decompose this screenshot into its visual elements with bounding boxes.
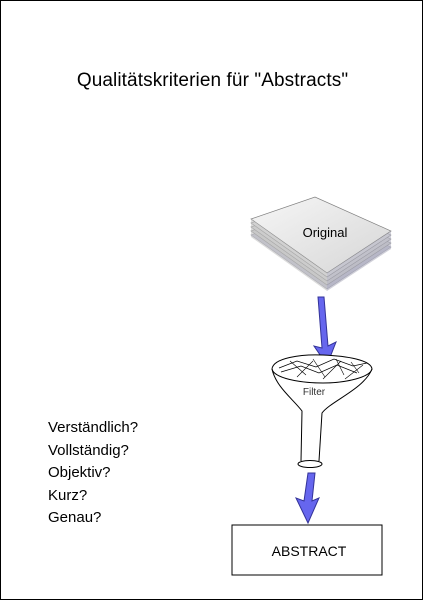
filter-funnel-icon: Filter bbox=[271, 354, 373, 468]
criteria-list: Verständlich? Vollständig? Objektiv? Kur… bbox=[48, 417, 138, 530]
criterion-item: Kurz? bbox=[48, 486, 88, 504]
abstract-label: ABSTRACT bbox=[272, 543, 347, 559]
criterion-item: Verständlich? bbox=[48, 419, 139, 436]
original-document-icon: Original bbox=[250, 196, 392, 291]
criterion-item: Genau? bbox=[48, 509, 102, 526]
original-label: Original bbox=[303, 225, 348, 240]
arrow-down-icon bbox=[312, 296, 337, 367]
arrow-down-icon bbox=[295, 472, 320, 525]
criterion-item: Objektiv? bbox=[48, 464, 111, 481]
criterion-item: Vollständig? bbox=[48, 441, 129, 459]
filter-label: Filter bbox=[303, 387, 326, 398]
slide-title: Qualitätskriterien für "Abstracts" bbox=[76, 70, 349, 91]
abstract-box: ABSTRACT bbox=[231, 524, 383, 576]
